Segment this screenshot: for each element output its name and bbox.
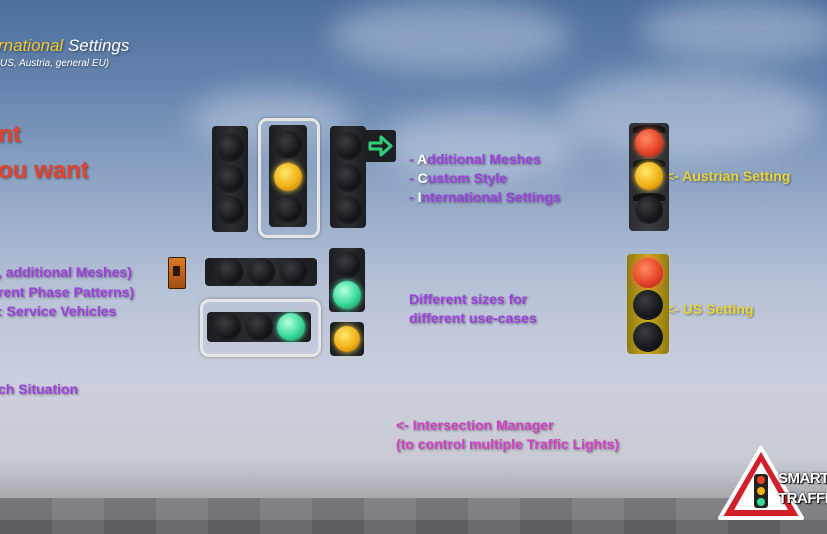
settings-subtitle: US, Austria, general EU) bbox=[0, 58, 110, 69]
sizes-text-2: different use-cases bbox=[409, 310, 537, 326]
logo-text-line-2: TRAFFIC bbox=[778, 490, 827, 507]
heading-line-1: nt bbox=[0, 121, 21, 148]
green-right-arrow-icon bbox=[364, 130, 396, 162]
center-feature-list: - Additional Meshes - Custom Style - Int… bbox=[409, 150, 561, 207]
sizes-text-1: Different sizes for bbox=[409, 291, 528, 307]
feature-item: - International Settings bbox=[409, 189, 561, 205]
traffic-light-single-lamp[interactable] bbox=[330, 322, 364, 356]
traffic-light-with-arrow[interactable] bbox=[330, 126, 396, 230]
selected-horizontal-frame bbox=[200, 299, 321, 357]
cloud bbox=[640, 0, 827, 60]
intersection-line-1: <- Intersection Manager bbox=[396, 417, 554, 433]
left-feature-3: : Service Vehicles bbox=[0, 303, 117, 319]
austrian-setting-label: <- Austrian Setting bbox=[666, 168, 791, 184]
traffic-light-us[interactable] bbox=[625, 250, 679, 358]
left-feature-2: rent Phase Patterns) bbox=[0, 284, 135, 300]
selected-traffic-light-frame bbox=[258, 118, 320, 238]
settings-title: rnational Settings bbox=[0, 36, 130, 55]
traffic-light-austrian[interactable] bbox=[627, 123, 677, 233]
feature-item: - Additional Meshes bbox=[409, 151, 541, 167]
cloud bbox=[560, 70, 820, 160]
left-feature-1: , additional Meshes) bbox=[0, 264, 132, 280]
pedestrian-button-box[interactable] bbox=[168, 257, 186, 289]
logo-text-line-1: SMART bbox=[778, 470, 827, 487]
traffic-light-horizontal-off[interactable] bbox=[205, 254, 317, 290]
triangle-traffic-light-logo-icon bbox=[718, 446, 804, 520]
traffic-light-horizontal-green[interactable] bbox=[207, 309, 311, 347]
traffic-light-vertical-off[interactable] bbox=[207, 126, 253, 232]
cloud bbox=[380, 110, 580, 180]
cloud bbox=[330, 0, 570, 70]
left-situation: ch Situation bbox=[0, 381, 79, 397]
intersection-line-2: (to control multiple Traffic Lights) bbox=[396, 436, 620, 452]
smart-traffic-logo: SMART TRAFFIC bbox=[718, 444, 827, 524]
traffic-light-vertical-yellow[interactable] bbox=[265, 125, 311, 229]
traffic-light-two-lamp[interactable] bbox=[329, 248, 365, 312]
feature-item: - Custom Style bbox=[409, 170, 508, 186]
us-setting-label: <- US Setting bbox=[666, 301, 754, 317]
heading-line-2: ou want bbox=[0, 157, 89, 184]
ground-grid-near bbox=[0, 520, 827, 534]
